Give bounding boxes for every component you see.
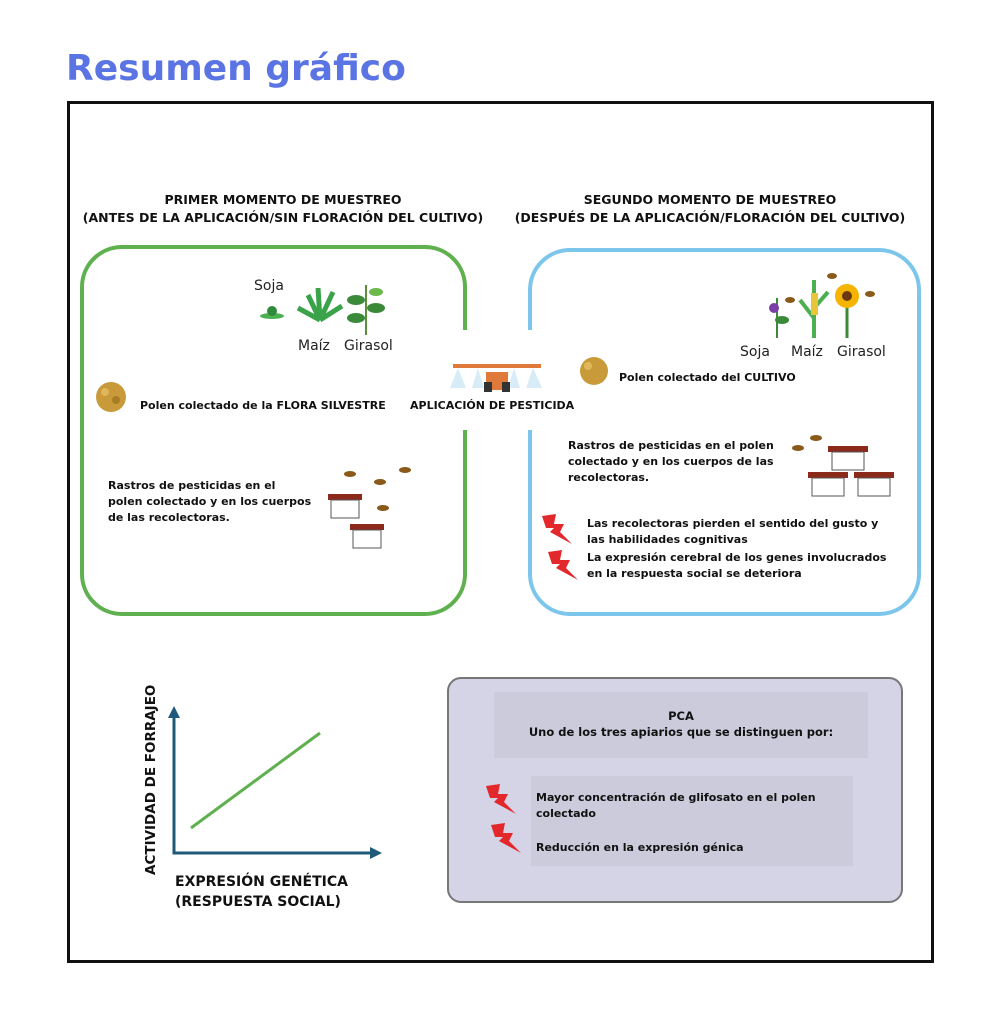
crop-label-maiz: Maíz: [791, 344, 823, 360]
flowering-crops-icon: [769, 273, 875, 338]
pollen-icon: [580, 357, 608, 385]
pca-subtitle: Uno de los tres apiarios que se distingu…: [528, 725, 834, 739]
y-axis-label: ACTIVIDAD DE FORRAJEO: [143, 684, 159, 875]
crop-label-girasol: Girasol: [837, 344, 886, 360]
pollen-icon: [96, 382, 126, 412]
heading-line: (DESPUÉS DE LA APLICACIÓN/FLORACIÓN DEL …: [514, 210, 906, 225]
pesticide-application-label: APLICACIÓN DE PESTICIDA: [410, 399, 575, 412]
y-axis-arrow-icon: [168, 706, 180, 718]
lightning-bolt-icon: [491, 823, 521, 853]
second-sampling-heading: SEGUNDO MOMENTO DE MUESTREO (DESPUÉS DE L…: [490, 191, 930, 227]
crop-label-soja: Soja: [740, 344, 770, 360]
crop-label-soja: Soja: [254, 278, 284, 294]
lightning-bolt-icon: [486, 784, 516, 814]
first-sampling-heading: PRIMER MOMENTO DE MUESTREO (ANTES DE LA A…: [63, 191, 503, 227]
pca-title: PCA: [668, 709, 694, 723]
beehives-bees-icon: [328, 467, 411, 549]
x-axis-label-line: EXPRESIÓN GENÉTICA: [175, 874, 348, 890]
lightning-bolt-icon: [542, 514, 572, 544]
x-axis-arrow-icon: [370, 847, 382, 859]
x-axis-label: EXPRESIÓN GENÉTICA (RESPUESTA SOCIAL): [175, 872, 348, 912]
crop-label-maiz: Maíz: [298, 338, 330, 354]
traces-text: Rastros de pesticidas en el polen colect…: [568, 439, 774, 484]
pca-item: Mayor concentración de glifosato en el p…: [536, 791, 816, 820]
abstract-frame: [67, 101, 934, 963]
second-sampling-box: [528, 248, 921, 616]
pca-items-panel: [531, 776, 853, 866]
trend-line: [190, 731, 321, 830]
pca-item: Reducción en la expresión génica: [536, 841, 744, 854]
page-title: Resumen gráfico: [66, 48, 406, 89]
pollen-text: Polen colectado del CULTIVO: [619, 371, 796, 384]
first-sampling-box: [80, 245, 467, 616]
crop-plants-icon: [260, 285, 385, 335]
effect-text: Las recolectoras pierden el sentido del …: [587, 517, 879, 546]
heading-line: PRIMER MOMENTO DE MUESTREO: [164, 192, 402, 207]
x-axis-label-line: (RESPUESTA SOCIAL): [175, 894, 341, 910]
heading-line: (ANTES DE LA APLICACIÓN/SIN FLORACIÓN DE…: [82, 210, 484, 225]
axes: [172, 710, 374, 855]
beehives-bees-icon: [792, 435, 894, 497]
pca-header: PCA Uno de los tres apiarios que se disti…: [494, 692, 868, 758]
correlation-graph: [168, 706, 382, 859]
effect-text: La expresión cerebral de los genes invol…: [587, 551, 887, 580]
traces-text: Rastros de pesticidas en el polen colect…: [108, 479, 312, 524]
lightning-bolt-icon: [548, 550, 578, 580]
pesticide-sprayer-icon: [450, 364, 542, 392]
crop-label-girasol: Girasol: [344, 338, 393, 354]
heading-line: SEGUNDO MOMENTO DE MUESTREO: [583, 192, 837, 207]
pollen-text: Polen colectado de la FLORA SILVESTRE: [140, 399, 386, 412]
